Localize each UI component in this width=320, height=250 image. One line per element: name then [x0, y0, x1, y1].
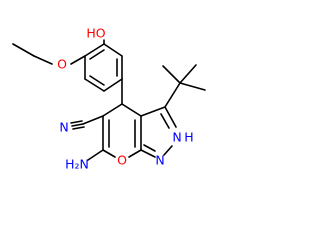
- ring-nh-hydrogen-label: H: [184, 130, 193, 145]
- bond-c5-to-nitrile-carbon: [82, 115, 104, 125]
- bond-lines: [12, 39, 206, 161]
- bond-o-c7a: [128, 149, 142, 158]
- bond-c6-to-amine: [87, 149, 104, 161]
- bond-nitrile-triple-1: [71, 123, 84, 127]
- bond-methyl-3: [179, 82, 206, 91]
- bond-n1-c7a-double: [143, 144, 156, 152]
- bond-c6-o: [102, 149, 116, 158]
- bond-c3-quaternary: [164, 82, 181, 108]
- bond-phenyl-double-1: [89, 49, 105, 60]
- bond-methyl-1: [162, 65, 181, 84]
- bond-c3a-c3: [140, 106, 166, 117]
- bond-phenyl-4: [103, 78, 123, 92]
- bond-nitrile-triple-2: [70, 120, 83, 124]
- bond-phenyl-double-3: [89, 75, 105, 86]
- amine-label: H₂N: [65, 157, 89, 172]
- ether-oxygen-label: O: [57, 57, 67, 72]
- nitrile-nitrogen-label: N: [59, 120, 68, 135]
- bond-phenyl-2: [103, 43, 123, 57]
- bond-methyl-2: [179, 64, 197, 84]
- bond-n1-c7a: [140, 149, 156, 158]
- hydroxyl-label: HO: [86, 26, 105, 41]
- ring-nitrogen-2-label: N: [172, 130, 181, 145]
- bond-oxygen-to-ring: [70, 55, 86, 65]
- bond-phenyl-5: [84, 78, 105, 92]
- bond-ethyl-to-oxygen: [33, 55, 53, 65]
- bond-phenyl-1: [84, 43, 105, 57]
- bond-c3a-c4: [121, 103, 142, 117]
- bond-ethyl-terminal: [12, 43, 35, 57]
- bond-c3-n2-double: [160, 113, 170, 129]
- bond-nitrile-triple-3: [72, 126, 85, 130]
- ring-nitrogen-1-label: N: [155, 153, 164, 168]
- bond-n2-n1: [163, 145, 173, 156]
- bond-c4-c5: [102, 103, 123, 117]
- ring-oxygen-label: O: [117, 153, 127, 168]
- bond-c3-n2: [164, 106, 177, 128]
